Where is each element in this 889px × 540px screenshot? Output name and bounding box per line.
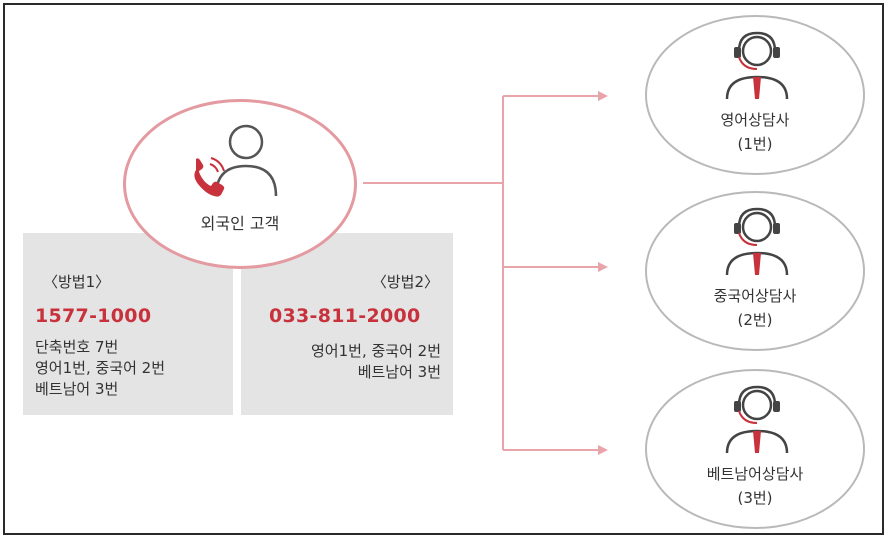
method-1-line-2: 영어1번, 중국어 2번 [35,359,165,377]
method-1-phone: 1577-1000 [35,305,152,327]
arrow-head-3 [598,445,608,455]
agent-3-name: 베트남어상담사 [706,465,804,483]
method-2-panel: 〈방법2〉 033-811-2000 영어1번, 중국어 2번 베트남어 3번 [241,233,453,415]
diagram-frame: 〈방법1〉 1577-1000 단축번호 7번 영어1번, 중국어 2번 베트남… [3,3,884,535]
call-center-agent-icon [725,385,789,453]
call-center-agent-icon [725,31,789,99]
method-2-phone: 033-811-2000 [269,305,421,327]
method-2-line-1: 영어1번, 중국어 2번 [311,342,441,360]
agent-3-number: (3번) [737,489,773,507]
agent-1-name: 영어상담사 [720,111,790,129]
agent-node-3: 베트남어상담사 (3번) [645,369,865,529]
arrow-head-2 [598,262,608,272]
call-center-agent-icon [725,207,789,275]
method-1-line-3: 베트남어 3번 [35,380,119,398]
method-1-line-1: 단축번호 7번 [35,338,119,356]
customer-node: 외국인 고객 [123,99,357,269]
method-1-label: 〈방법1〉 [43,273,111,291]
arrow-head-1 [598,91,608,101]
method-2-line-2: 베트남어 3번 [357,363,441,381]
customer-label: 외국인 고객 [200,214,280,233]
method-1-desc: 단축번호 7번 영어1번, 중국어 2번 베트남어 3번 [35,337,165,400]
agent-node-2: 중국어상담사 (2번) [645,191,865,351]
connector-lines [363,91,608,455]
agent-node-1: 영어상담사 (1번) [645,15,865,175]
person-with-phone-icon [194,124,278,197]
agent-2-name: 중국어상담사 [713,287,797,305]
agent-1-number: (1번) [737,135,773,153]
agent-2-number: (2번) [737,311,773,329]
method-2-desc: 영어1번, 중국어 2번 베트남어 3번 [311,341,441,383]
method-2-label: 〈방법2〉 [371,273,439,291]
